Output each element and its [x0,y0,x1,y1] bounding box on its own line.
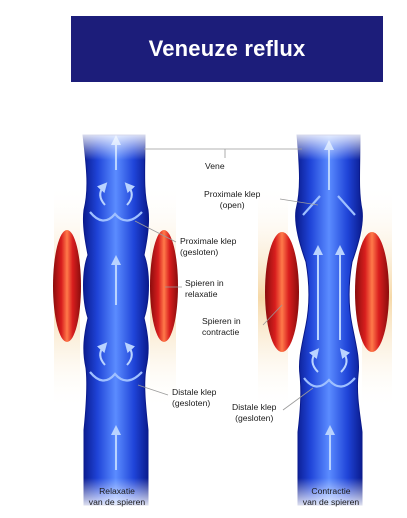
caption-line: Relaxatie [82,486,152,497]
left-muscle-left [53,230,81,342]
label-line: Proximale klep [204,189,260,200]
label-line: (gesloten) [172,398,216,409]
label-line: (open) [204,200,260,211]
label-line: contractie [202,327,241,338]
label-line: (gesloten) [232,413,276,424]
label-line: Spieren in [202,316,241,327]
caption-contractie: Contractie van de spieren [296,486,366,507]
label-line: Distale klep [232,402,276,413]
caption-relaxatie: Relaxatie van de spieren [82,486,152,507]
label-line: (gesloten) [180,247,236,258]
label-line: Distale klep [172,387,216,398]
label-vene-text: Vene [205,161,225,171]
label-line: Spieren in [185,278,224,289]
label-spieren-in-relaxatie: Spieren in relaxatie [185,278,224,299]
right-muscle-right [355,232,389,352]
leader-vene [144,149,302,158]
label-vene: Vene [205,161,225,172]
caption-line: Contractie [296,486,366,497]
label-line: relaxatie [185,289,224,300]
label-line: Proximale klep [180,236,236,247]
left-muscle-right [150,230,178,342]
label-distale-klep-gesloten-left: Distale klep (gesloten) [172,387,216,408]
caption-line: van de spieren [82,497,152,508]
label-proximale-klep-gesloten: Proximale klep (gesloten) [180,236,236,257]
label-spieren-in-contractie: Spieren in contractie [202,316,241,337]
caption-line: van de spieren [296,497,366,508]
label-distale-klep-gesloten-right: Distale klep (gesloten) [232,402,276,423]
label-proximale-klep-open: Proximale klep (open) [204,189,260,210]
right-muscle-left [265,232,299,352]
